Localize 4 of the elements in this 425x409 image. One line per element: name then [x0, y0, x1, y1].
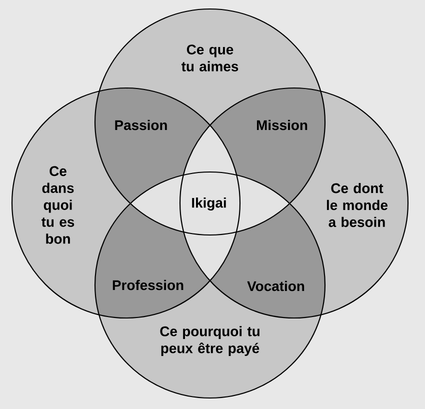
region-label: Passion — [115, 120, 167, 130]
region-label: Ikigai — [192, 197, 226, 211]
region-label: Vocation — [247, 280, 304, 292]
region-label: Mission — [256, 120, 308, 130]
